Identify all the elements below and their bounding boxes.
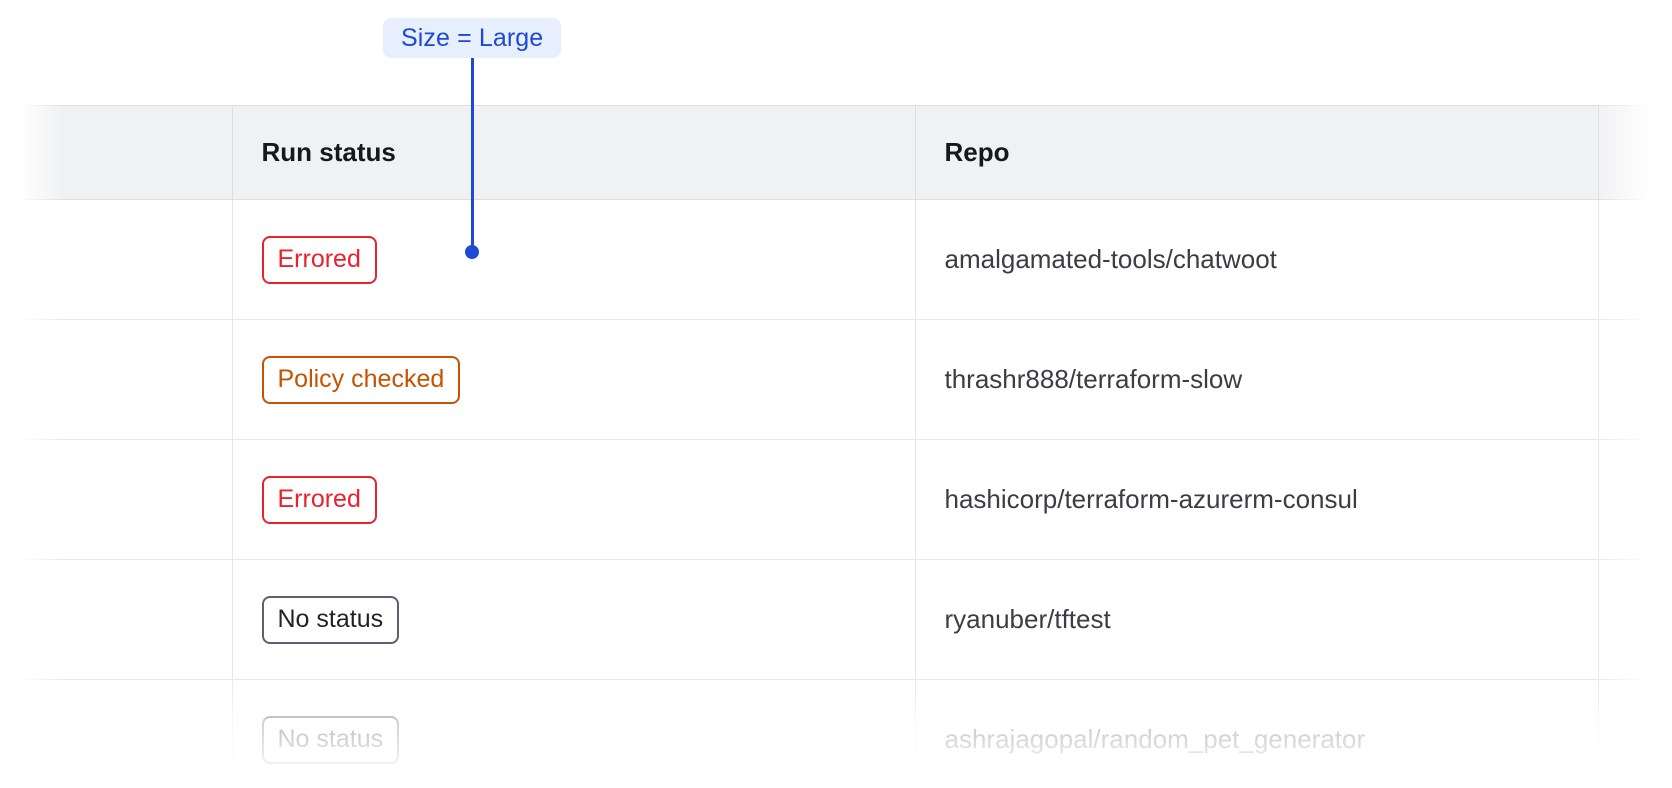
status-badge-label: No status xyxy=(277,725,384,753)
row-extra-cell xyxy=(1598,679,1672,788)
table-container: Run status Repo Errored amalgamated-tool… xyxy=(0,105,1672,788)
row-select-cell[interactable] xyxy=(0,439,233,560)
repo-cell: hashicorp/terraform-azurerm-consul xyxy=(915,439,1599,560)
row-select-cell[interactable] xyxy=(0,199,233,320)
annotation-connector-line xyxy=(471,58,474,251)
status-badge[interactable]: No status xyxy=(261,595,400,644)
row-select-cell[interactable] xyxy=(0,679,233,788)
column-header-extra xyxy=(1598,105,1672,200)
row-extra-cell xyxy=(1598,319,1672,440)
table-row[interactable]: No status ashrajagopal/random_pet_genera… xyxy=(0,679,1672,788)
table-body: Errored amalgamated-tools/chatwoot Polic… xyxy=(0,199,1672,788)
column-header-select xyxy=(0,105,233,200)
repo-name[interactable]: amalgamated-tools/chatwoot xyxy=(944,244,1277,274)
repo-cell: thrashr888/terraform-slow xyxy=(915,319,1599,440)
table-header-row: Run status Repo xyxy=(0,105,1672,200)
row-extra-cell xyxy=(1598,439,1672,560)
column-header-repo[interactable]: Repo xyxy=(915,105,1599,200)
annotation-pill: Size = Large xyxy=(383,18,562,58)
table-row[interactable]: No status ryanuber/tftest xyxy=(0,559,1672,680)
table-row[interactable]: Errored amalgamated-tools/chatwoot xyxy=(0,199,1672,320)
repo-name[interactable]: ashrajagopal/random_pet_generator xyxy=(944,724,1366,754)
annotation-label: Size = Large xyxy=(401,23,544,52)
status-badge[interactable]: Policy checked xyxy=(261,355,461,404)
status-badge[interactable]: Errored xyxy=(261,475,377,524)
row-extra-cell xyxy=(1598,199,1672,320)
repo-name[interactable]: ryanuber/tftest xyxy=(944,604,1111,634)
status-badge[interactable]: Errored xyxy=(261,235,377,284)
run-status-cell: No status xyxy=(232,559,916,680)
row-select-cell[interactable] xyxy=(0,559,233,680)
repo-cell: ashrajagopal/random_pet_generator xyxy=(915,679,1599,788)
repo-cell: amalgamated-tools/chatwoot xyxy=(915,199,1599,320)
repo-cell: ryanuber/tftest xyxy=(915,559,1599,680)
annotation-connector-dot xyxy=(465,245,479,259)
run-status-cell: Errored xyxy=(232,199,916,320)
status-badge[interactable]: No status xyxy=(261,715,400,764)
run-status-cell: Policy checked xyxy=(232,319,916,440)
status-badge-label: Policy checked xyxy=(277,365,445,393)
repo-name[interactable]: thrashr888/terraform-slow xyxy=(944,364,1243,394)
row-extra-cell xyxy=(1598,559,1672,680)
status-badge-label: Errored xyxy=(277,485,361,513)
column-header-run-status[interactable]: Run status xyxy=(232,105,916,200)
repo-name[interactable]: hashicorp/terraform-azurerm-consul xyxy=(944,484,1358,514)
runs-table: Run status Repo Errored amalgamated-tool… xyxy=(0,105,1672,788)
run-status-cell: No status xyxy=(232,679,916,788)
table-header: Run status Repo xyxy=(0,105,1672,200)
table-row[interactable]: Errored hashicorp/terraform-azurerm-cons… xyxy=(0,439,1672,560)
status-badge-label: Errored xyxy=(277,245,361,273)
status-badge-label: No status xyxy=(277,605,384,633)
run-status-cell: Errored xyxy=(232,439,916,560)
table-row[interactable]: Policy checked thrashr888/terraform-slow xyxy=(0,319,1672,440)
row-select-cell[interactable] xyxy=(0,319,233,440)
